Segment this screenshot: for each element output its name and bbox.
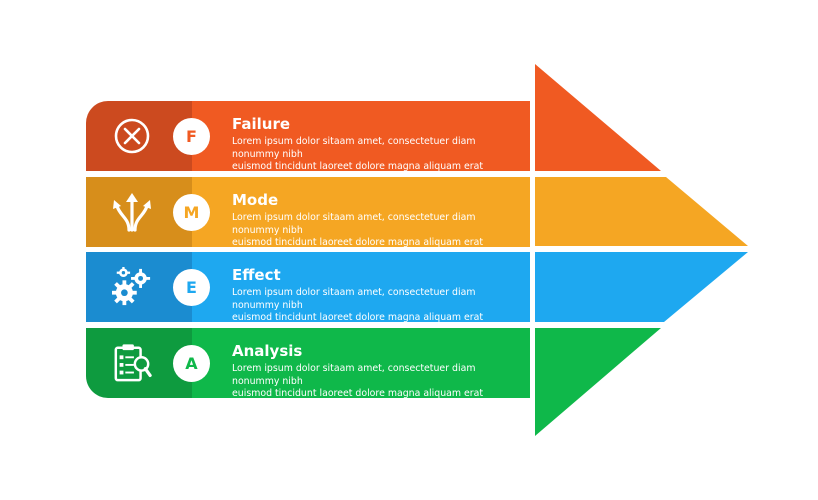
letter-badge-a: A: [173, 345, 210, 382]
row-title: Analysis: [232, 342, 303, 360]
arrow-head-effect: [535, 252, 748, 322]
arrow-head-mode: [535, 177, 748, 246]
row-failure-band: [192, 101, 530, 171]
row-mode-band: [192, 177, 530, 247]
x-circle-icon: [112, 116, 152, 156]
row-effect-band: [192, 252, 530, 322]
split-arrows-icon: [112, 192, 152, 232]
row-mode: M Mode Lorem ipsum dolor sitaam amet, co…: [86, 177, 530, 261]
letter-badge-m: M: [173, 194, 210, 231]
letter-badge-f: F: [173, 118, 210, 155]
arrow-head-analysis: [535, 328, 661, 436]
row-title: Effect: [232, 266, 281, 284]
row-analysis: A Analysis Lorem ipsum dolor sitaam amet…: [86, 328, 530, 412]
row-title: Mode: [232, 191, 279, 209]
row-effect: E Effect Lorem ipsum dolor sitaam amet, …: [86, 252, 530, 336]
arrow-head-failure: [535, 64, 661, 171]
gears-icon: [112, 267, 152, 307]
letter-badge-e: E: [173, 269, 210, 306]
row-analysis-band: [192, 328, 530, 398]
clipboard-search-icon: [112, 343, 152, 383]
row-title: Failure: [232, 115, 291, 133]
row-failure: F Failure Lorem ipsum dolor sitaam amet,…: [86, 101, 530, 185]
row-description: Lorem ipsum dolor sitaam amet, consectet…: [232, 363, 484, 412]
